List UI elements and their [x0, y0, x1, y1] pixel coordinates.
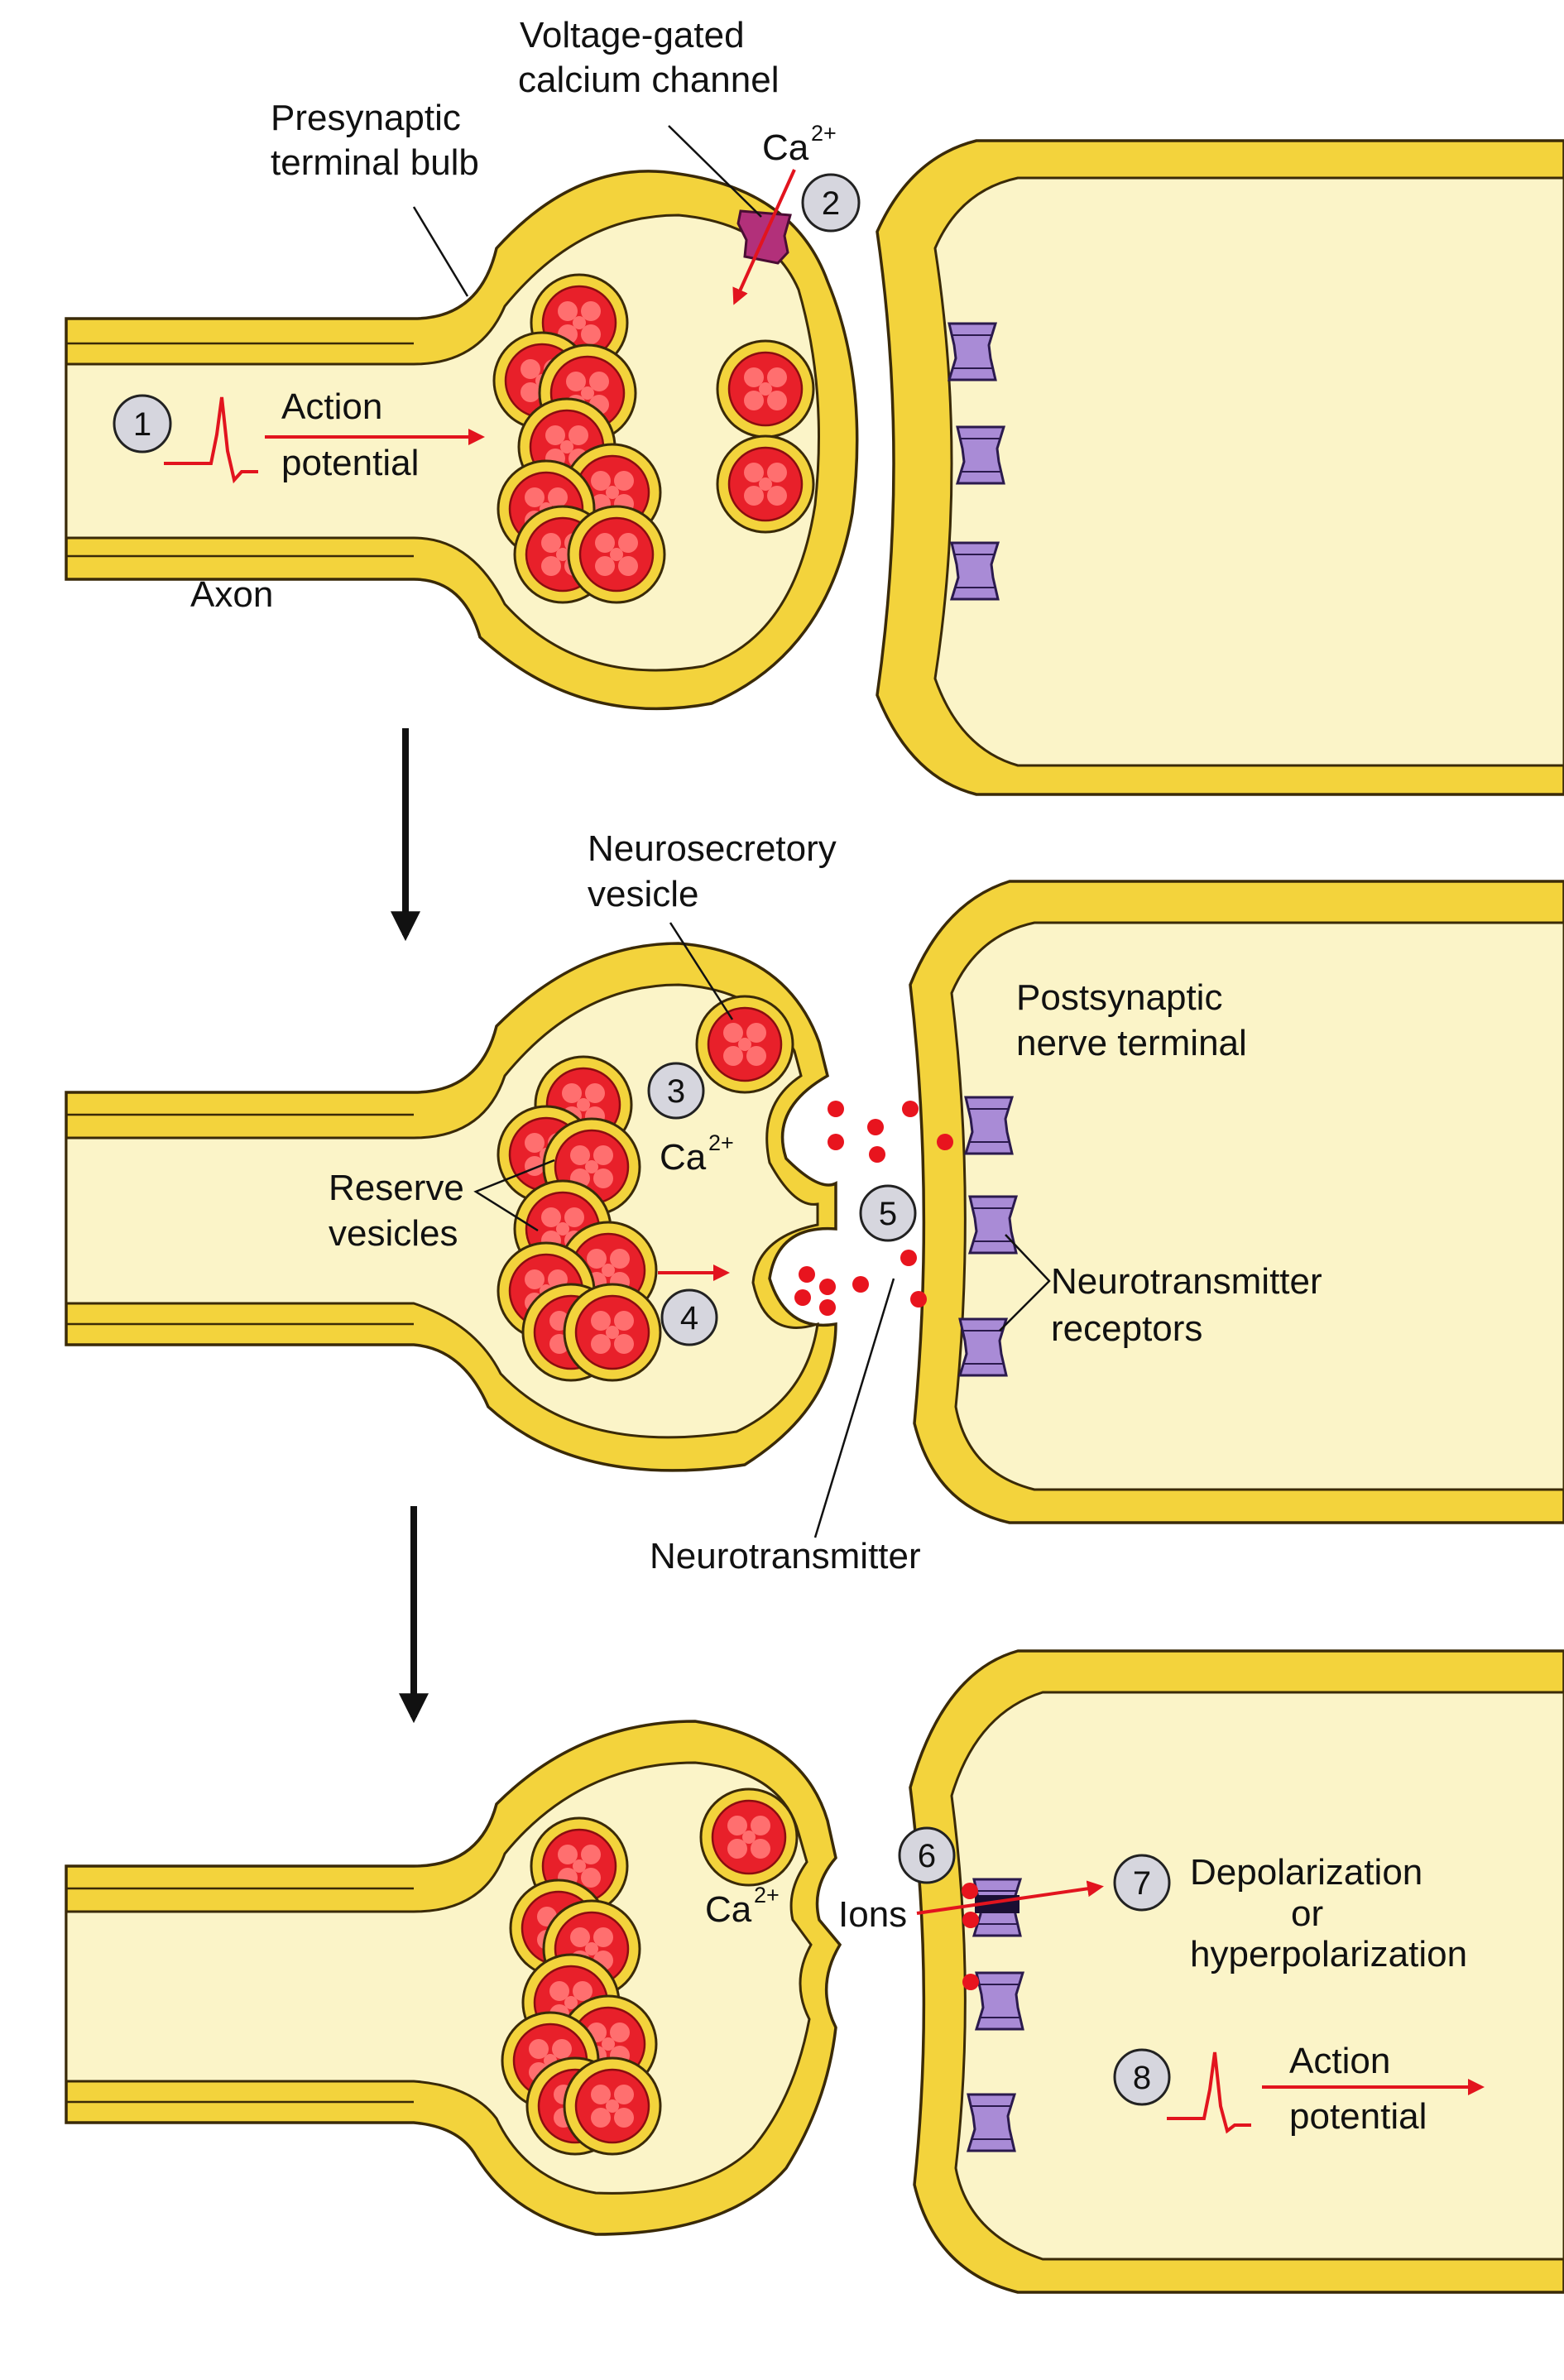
neurotransmitter-label: Neurotransmitter: [650, 1536, 921, 1576]
panel-2-neurotransmitter-release: Neurosecretory vesicle Postsynaptic nerv…: [65, 828, 1564, 1576]
ions-label: Ions: [838, 1894, 907, 1935]
svg-text:potential: potential: [281, 443, 419, 483]
receptor-1-open: [972, 1878, 1022, 1937]
receptor-3: [950, 541, 1000, 601]
step-2-badge: 2: [801, 173, 861, 233]
svg-text:Ca: Ca: [762, 127, 809, 168]
action-potential-label: Action potential: [281, 386, 419, 483]
reserve-vesicles-label: Reserve vesicles: [329, 1168, 464, 1254]
postsynaptic-terminal: [909, 880, 1564, 1524]
docking-vesicle-upper: [716, 339, 815, 439]
depolarization-label: Depolarization or hyperpolarization: [1190, 1852, 1467, 1975]
bound-neurotransmitter: [962, 1883, 979, 1990]
svg-text:2+: 2+: [811, 121, 837, 146]
svg-text:Depolarization: Depolarization: [1190, 1852, 1422, 1893]
leader-neurotransmitter-receptors: [999, 1234, 1051, 1332]
step-5-badge: 5: [859, 1184, 917, 1242]
svg-text:2+: 2+: [754, 1883, 780, 1907]
presynaptic-terminal-bulb-label: Presynaptic terminal bulb: [271, 98, 479, 183]
svg-text:terminal bulb: terminal bulb: [271, 142, 479, 183]
svg-text:Action: Action: [281, 386, 382, 427]
docking-vesicle-lower: [716, 434, 815, 534]
svg-text:vesicles: vesicles: [329, 1213, 458, 1254]
receptor-1: [964, 1096, 1014, 1155]
svg-text:1: 1: [133, 406, 151, 443]
svg-text:potential: potential: [1289, 2096, 1427, 2137]
svg-text:6: 6: [918, 1838, 936, 1874]
svg-text:8: 8: [1133, 2060, 1151, 2096]
svg-text:Action: Action: [1289, 2041, 1390, 2081]
svg-text:receptors: receptors: [1051, 1308, 1202, 1349]
svg-text:Presynaptic: Presynaptic: [271, 98, 461, 138]
svg-text:hyperpolarization: hyperpolarization: [1190, 1934, 1467, 1975]
receptor-2: [968, 1195, 1018, 1255]
leader-neurotransmitter: [813, 1278, 895, 1538]
svg-text:2+: 2+: [708, 1130, 734, 1155]
action-potential-label: Action potential: [1289, 2041, 1427, 2137]
postsynaptic-terminal: [876, 139, 1564, 796]
svg-text:3: 3: [667, 1073, 685, 1110]
svg-text:Neurosecretory: Neurosecretory: [588, 828, 837, 869]
receptor-2: [975, 1971, 1024, 2031]
svg-text:vesicle: vesicle: [588, 874, 699, 914]
panel-1-action-potential-arrives: Voltage-gated calcium channel Presynapti…: [65, 15, 1564, 796]
step-8-badge: 8: [1113, 2048, 1171, 2106]
presynaptic-terminal-bulb: [65, 170, 859, 711]
svg-text:nerve terminal: nerve terminal: [1016, 1023, 1247, 1063]
svg-text:4: 4: [680, 1300, 698, 1336]
released-neurotransmitter: [794, 1101, 953, 1316]
calcium-ion-label: Ca 2+: [660, 1130, 734, 1178]
calcium-ion-label: Ca 2+: [705, 1883, 780, 1930]
ion-flow-arrow: [916, 1880, 1104, 1915]
voltage-gated-calcium-channel-label: Voltage-gated calcium channel: [518, 15, 780, 100]
svg-text:5: 5: [879, 1196, 897, 1232]
step-1-badge: 1: [113, 394, 172, 453]
leader-terminal-bulb: [412, 206, 469, 297]
neurotransmitter-receptors-label: Neurotransmitter receptors: [1051, 1261, 1322, 1349]
svg-text:calcium channel: calcium channel: [518, 60, 780, 100]
svg-text:Postsynaptic: Postsynaptic: [1016, 977, 1222, 1018]
axon-label: Axon: [190, 574, 273, 615]
calcium-ion-label: Ca 2+: [762, 121, 837, 168]
action-potential-spike-icon: [1167, 2051, 1251, 2134]
step-3-badge: 3: [647, 1062, 705, 1120]
postsynaptic-terminal: [909, 1649, 1564, 2294]
svg-text:7: 7: [1133, 1865, 1151, 1902]
svg-text:Ca: Ca: [705, 1889, 752, 1930]
receptor-3: [967, 2093, 1016, 2152]
leader-neurosecretory-vesicle: [669, 922, 734, 1020]
step-4-badge: 4: [660, 1288, 718, 1346]
svg-text:Ca: Ca: [660, 1137, 707, 1178]
svg-text:or: or: [1291, 1893, 1323, 1934]
svg-text:Neurotransmitter: Neurotransmitter: [1051, 1261, 1322, 1302]
step-7-badge: 7: [1113, 1854, 1171, 1912]
action-potential-spike-icon: [164, 396, 258, 484]
neurosecretory-vesicle-label: Neurosecretory vesicle: [588, 828, 837, 914]
receptor-3: [958, 1317, 1008, 1377]
calcium-influx-arrow: [732, 169, 796, 305]
svg-text:Reserve: Reserve: [329, 1168, 464, 1208]
postsynaptic-nerve-terminal-label: Postsynaptic nerve terminal: [1016, 977, 1247, 1063]
leader-reserve-vesicles: [473, 1159, 555, 1232]
leader-calcium-channel: [668, 125, 762, 218]
panel-3-postsynaptic-response: Ca 2+ 6 Ions 7 Depolarization or hyperpo…: [65, 1649, 1564, 2294]
neurosecretory-vesicle: [695, 995, 794, 1094]
remaining-vesicle: [699, 1787, 799, 1887]
step-6-badge: 6: [898, 1826, 956, 1884]
svg-text:Voltage-gated: Voltage-gated: [520, 15, 745, 55]
svg-text:2: 2: [822, 185, 840, 222]
receptor-1: [948, 322, 997, 381]
receptor-2: [956, 425, 1005, 485]
